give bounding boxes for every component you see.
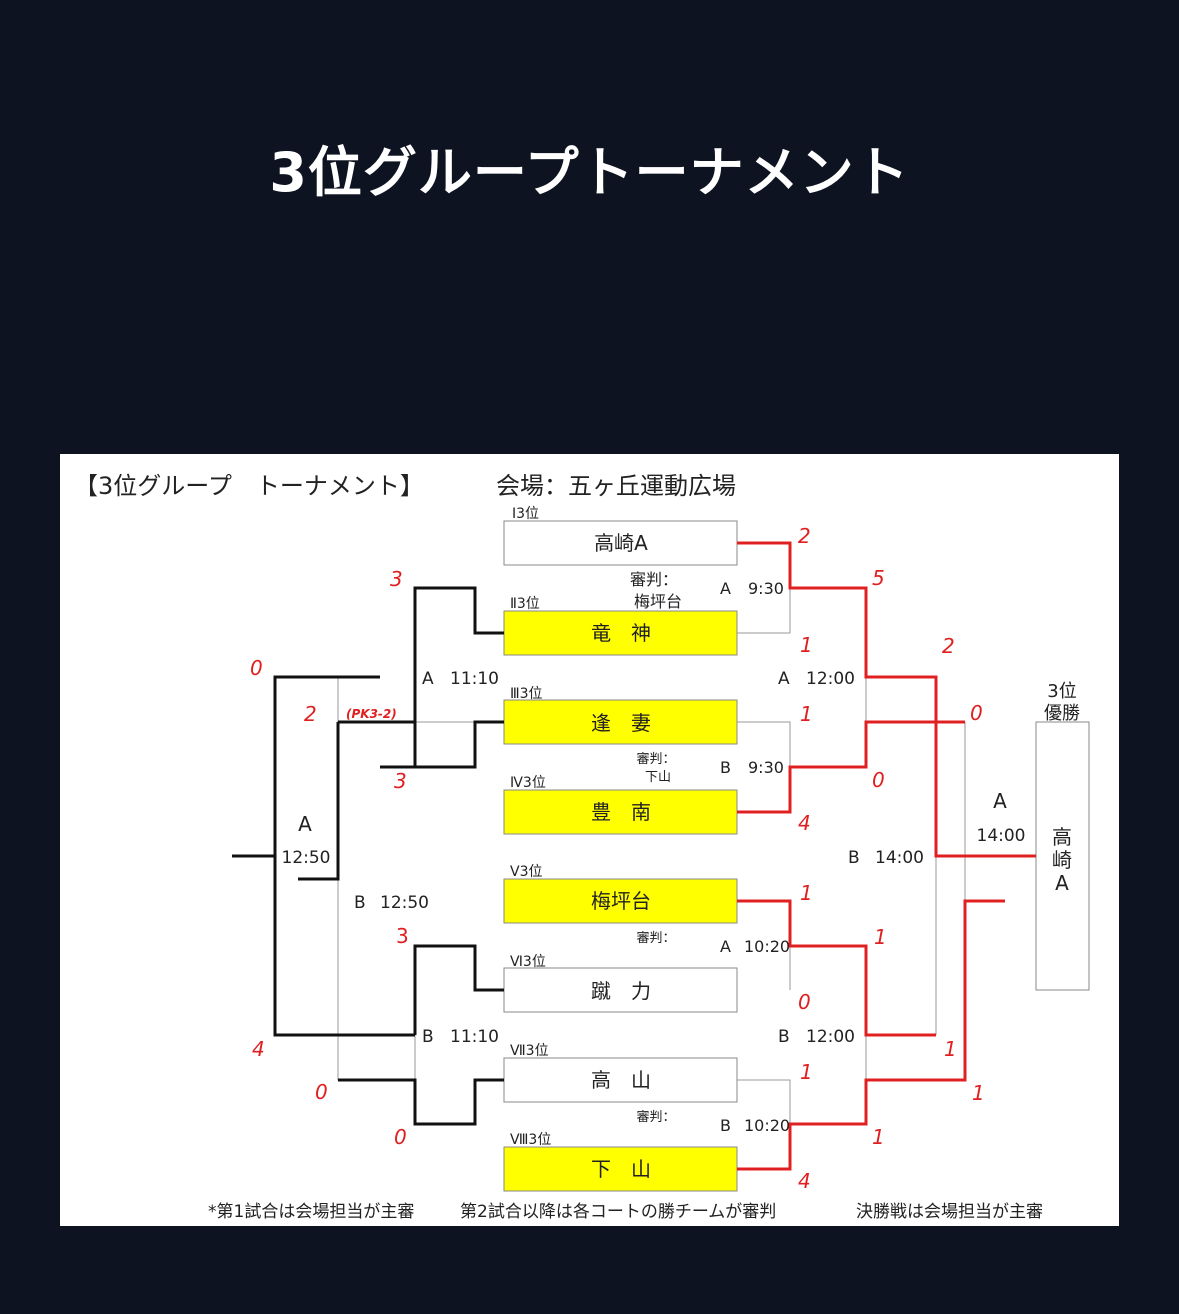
referee-1-line2: 梅坪台 — [634, 592, 682, 611]
score-r3: 1 — [800, 702, 813, 726]
right-bracket-lines — [737, 541, 1036, 1171]
schedule-9-time: 11:10 — [450, 669, 499, 689]
final-box: 3位 優勝 高 崎 A — [1035, 681, 1090, 991]
score-r6: 0 — [798, 990, 811, 1014]
schedule-10-time: 11:10 — [450, 1027, 499, 1047]
tournament-bracket: 【3位グループ トーナメント】 会場：五ヶ丘運動広場 Ⅰ3位 高崎A Ⅱ3位 竜… — [74, 472, 1090, 1222]
champion-char-3: A — [1055, 871, 1069, 895]
team-name: 下 山 — [591, 1157, 651, 1181]
score-r2: 1 — [800, 633, 813, 657]
team-box-4: Ⅳ3位 豊 南 — [503, 775, 738, 835]
bracket-heading: 【3位グループ トーナメント】 — [74, 472, 424, 500]
score-l9: 0 — [394, 1125, 407, 1149]
schedule-1-court: A — [720, 579, 731, 598]
team-seed: Ⅷ3位 — [510, 1132, 551, 1148]
score-r11: 1 — [874, 925, 887, 949]
score-r14: 0 — [970, 701, 983, 725]
schedule-9-court: A — [422, 669, 434, 689]
score-r9: 5 — [872, 566, 885, 590]
team-seed: Ⅳ3位 — [510, 775, 546, 791]
champion-char-1: 高 — [1052, 825, 1072, 849]
score-r15: 1 — [972, 1081, 985, 1105]
schedule-3-court: A — [720, 937, 731, 956]
schedule-10-court: B — [422, 1027, 434, 1047]
team-seed: Ⅲ3位 — [510, 686, 543, 702]
left-bracket-lines — [232, 586, 504, 1126]
team-seed: Ⅰ3位 — [512, 506, 539, 522]
score-r1: 2 — [798, 524, 811, 548]
team-box-7: Ⅶ3位 高 山 — [503, 1043, 738, 1103]
score-l1: 3 — [390, 567, 403, 591]
schedule-6-time: 12:00 — [806, 1027, 855, 1047]
team-name: 高崎A — [594, 531, 648, 555]
score-r12: 1 — [944, 1037, 957, 1061]
team-box-2: Ⅱ3位 竜 神 — [503, 596, 738, 656]
schedule-7-court: B — [848, 848, 860, 868]
referee-3-line1: 審判： — [636, 931, 675, 946]
score-l5: 3 — [394, 769, 407, 793]
footnote-3: 決勝戦は会場担当が主審 — [856, 1202, 1043, 1222]
schedule-4-court: B — [720, 1116, 731, 1135]
schedule-12-time: 12:50 — [380, 893, 429, 913]
score-l7: 4 — [252, 1037, 265, 1061]
score-l4-pk: (PK3-2) — [346, 707, 397, 721]
referee-1-line1: 審判： — [630, 570, 678, 589]
schedule-8-time: 14:00 — [977, 826, 1026, 846]
team-box-8: Ⅷ3位 下 山 — [503, 1132, 738, 1192]
team-box-3: Ⅲ3位 逢 妻 — [503, 686, 738, 745]
schedule-4-time: 10:20 — [744, 1116, 790, 1135]
schedule-2-time: 9:30 — [748, 758, 784, 777]
page-title: 3位グループトーナメント — [269, 141, 910, 204]
schedule-7-time: 14:00 — [875, 848, 924, 868]
referee-2-line2: 下山 — [645, 770, 671, 785]
schedule-5-time: 12:00 — [806, 669, 855, 689]
schedule-2-court: B — [720, 758, 731, 777]
champion-char-2: 崎 — [1052, 848, 1072, 872]
team-box-5: Ⅴ3位 梅坪台 — [503, 864, 738, 924]
score-r13: 2 — [942, 634, 955, 658]
team-name: 蹴 力 — [591, 979, 651, 1003]
schedule-12-court: B — [354, 893, 366, 913]
team-seed: Ⅵ3位 — [510, 954, 546, 970]
final-label-top: 3位 — [1047, 681, 1076, 702]
schedule-8-court: A — [993, 789, 1007, 813]
score-r8: 4 — [798, 1169, 811, 1193]
team-name: 高 山 — [591, 1068, 651, 1092]
team-seed: Ⅴ3位 — [510, 864, 542, 880]
schedule-3-time: 10:20 — [744, 937, 790, 956]
team-name: 逢 妻 — [591, 711, 651, 735]
schedule-5-court: A — [778, 669, 790, 689]
team-seed: Ⅶ3位 — [510, 1043, 549, 1059]
schedule-11-court: A — [298, 812, 312, 836]
team-name: 豊 南 — [591, 800, 651, 824]
footnote-2: 第2試合以降は各コートの勝チームが審判 — [460, 1202, 776, 1222]
schedule-11-time: 12:50 — [282, 848, 331, 868]
team-box-6: Ⅵ3位 蹴 力 — [503, 954, 738, 1013]
bracket-sheet: 【3位グループ トーナメント】 会場：五ヶ丘運動広場 Ⅰ3位 高崎A Ⅱ3位 竜… — [60, 454, 1119, 1226]
score-r7: 1 — [800, 1060, 813, 1084]
team-box-1: Ⅰ3位 高崎A — [503, 506, 738, 566]
final-label-bottom: 優勝 — [1044, 703, 1080, 724]
referee-2-line1: 審判： — [636, 752, 675, 767]
score-r5: 1 — [800, 881, 813, 905]
team-name: 竜 神 — [591, 621, 651, 645]
score-l3: 2 — [304, 702, 317, 726]
referee-4-line1: 審判： — [636, 1110, 675, 1125]
score-r16: 1 — [872, 1125, 885, 1149]
schedule-1-time: 9:30 — [748, 579, 784, 598]
score-r10: 0 — [872, 768, 885, 792]
team-name: 梅坪台 — [591, 889, 651, 913]
score-l6: 3 — [396, 924, 409, 948]
footnote-1: *第1試合は会場担当が主審 — [208, 1202, 414, 1222]
score-l8: 0 — [315, 1080, 328, 1104]
score-l2: 0 — [250, 656, 263, 680]
schedule-6-court: B — [778, 1027, 790, 1047]
venue-label: 会場：五ヶ丘運動広場 — [496, 472, 736, 500]
score-r4: 4 — [798, 811, 811, 835]
team-seed: Ⅱ3位 — [510, 596, 540, 612]
